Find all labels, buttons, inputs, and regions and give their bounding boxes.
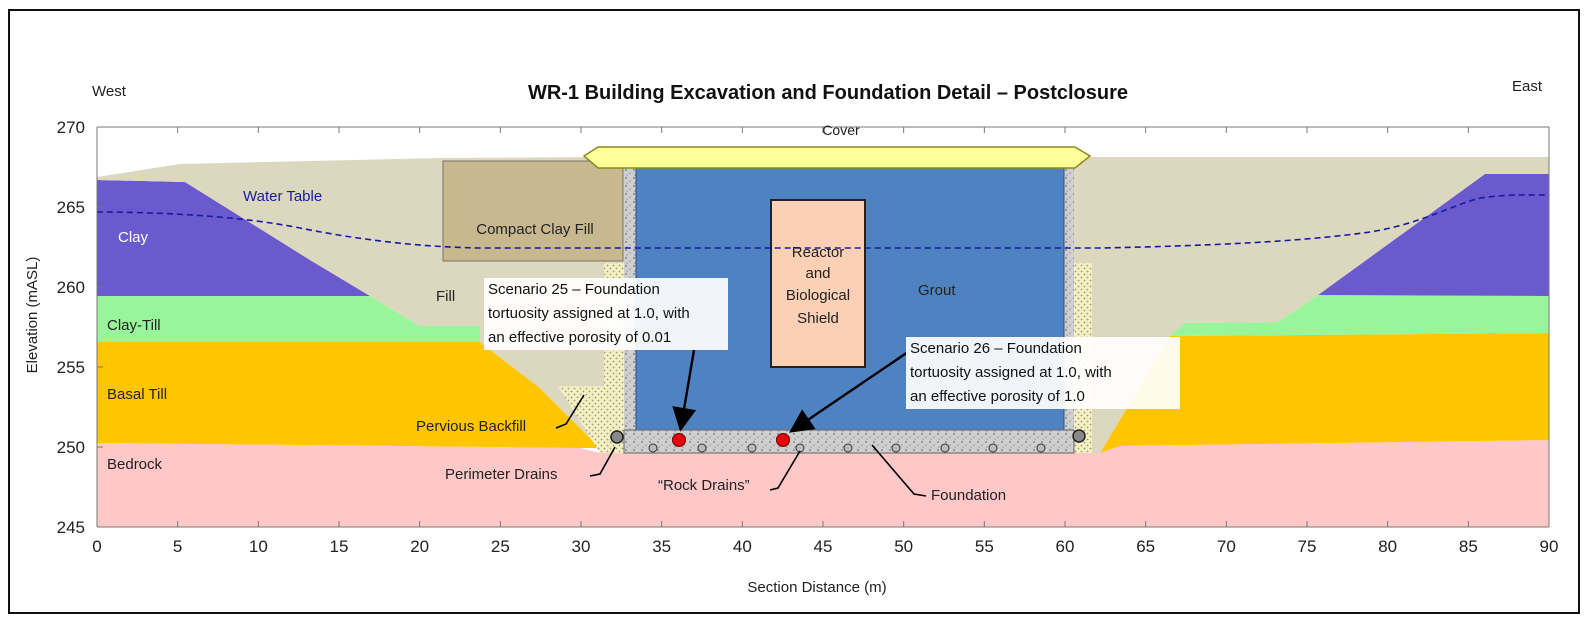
scenario-25-line-3: an effective porosity of 0.01 [488,329,671,346]
x-tick-label: 65 [1136,537,1155,556]
y-tick-label: 270 [57,118,85,137]
pervious-backfill-label: Pervious Backfill [416,418,526,435]
basal-till-layer-right [1100,333,1549,453]
clay-layer-left [97,180,370,296]
scenario-26-arrow [789,351,909,433]
scenario-26-line-3: an effective porosity of 1.0 [910,388,1085,405]
clay-till-layer-right [1170,295,1549,336]
scenario-25-box [484,278,728,350]
clay-till-label: Clay-Till [107,317,161,334]
x-axis-title: Section Distance (m) [747,579,886,596]
x-tick-label: 0 [92,537,101,556]
scenario-26-line-1: Scenario 26 – Foundation [910,340,1082,357]
rock-drain [1036,443,1046,453]
y-tick-label: 260 [57,278,85,297]
fill-label: Fill [436,288,455,305]
scenario-25-arrow [672,349,697,432]
y-tick-label: 245 [57,518,85,537]
scenario-25-line-1: Scenario 25 – Foundation [488,281,660,298]
water-table-line [96,194,1550,249]
x-tick-label: 55 [975,537,994,556]
foundation-slab [623,429,1075,454]
rock-drain [891,443,901,453]
bedrock-right-extra [1100,440,1549,527]
compact-clay-fill-label: Compact Clay Fill [476,221,594,238]
bedrock-label: Bedrock [107,456,163,473]
rock-drains-leader [769,450,801,491]
wall-right [1064,168,1074,453]
rock-drain [795,443,805,453]
chart-title: WR-1 Building Excavation and Foundation … [528,82,1128,104]
x-tick-label: 35 [652,537,671,556]
x-tick-label: 85 [1459,537,1478,556]
perimeter-drain-right [1072,429,1086,443]
x-tick-label: 50 [894,537,913,556]
image-border [8,9,1580,614]
west-label: West [92,83,127,100]
scenario-25-marker [672,433,686,447]
y-axis-title: Elevation (mASL) [24,257,41,374]
basal-till-layer-left [97,342,600,448]
clay-till-layer-left [97,296,480,342]
x-tick-label: 25 [491,537,510,556]
rock-drain [697,443,707,453]
x-tick-label: 40 [733,537,752,556]
water-table-label: Water Table [243,188,322,205]
clay-label: Clay [118,229,149,246]
cover-cap [582,146,1092,169]
east-label: East [1512,78,1543,95]
rock-drain [843,443,853,453]
y-tick-marks: 245 250 255 260 265 270 [57,118,103,537]
rock-drains [648,443,1046,453]
x-tick-label: 75 [1298,537,1317,556]
reactor-label-line-4: Shield [797,310,839,327]
x-tick-label: 70 [1217,537,1236,556]
rock-drain [988,443,998,453]
reactor-label-line-2: and [805,265,830,282]
foundation-leader [871,444,927,497]
clay-layer-right [1318,174,1549,296]
x-tick-label: 20 [410,537,429,556]
x-tick-label: 30 [572,537,591,556]
rock-drain [940,443,950,453]
scenario-26-line-2: tortuosity assigned at 1.0, with [910,364,1112,381]
leader-lines [555,349,927,497]
y-tick-label: 250 [57,438,85,457]
rock-drain [747,443,757,453]
grout-label: Grout [918,282,956,299]
y-tick-label: 255 [57,358,85,377]
perimeter-drain-left [610,430,624,444]
cover-label: Cover [822,122,860,138]
foundation-label: Foundation [931,487,1006,504]
x-tick-label: 15 [330,537,349,556]
scenario-26-marker [776,433,790,447]
fill-area-right [1070,157,1549,453]
compact-clay-fill-block [442,160,624,262]
x-tick-label: 45 [814,537,833,556]
x-tick-marks: 0 5 10 15 20 25 30 35 40 45 50 55 60 65 70 75 80 85 90 [92,127,1558,556]
y-tick-label: 265 [57,198,85,217]
basal-till-label: Basal Till [107,386,167,403]
perimeter-drains-label: Perimeter Drains [445,466,558,483]
x-tick-label: 60 [1056,537,1075,556]
reactor-label-line-3: Biological [786,287,850,304]
rock-drains-label: “Rock Drains” [658,477,750,494]
rock-drain [648,443,658,453]
scenario-25-line-2: tortuosity assigned at 1.0, with [488,305,690,322]
x-tick-label: 80 [1378,537,1397,556]
x-tick-label: 10 [249,537,268,556]
x-tick-label: 5 [173,537,182,556]
reactor-label-line-1: Reactor [792,244,845,261]
x-tick-label: 90 [1540,537,1559,556]
pervious-backfill-leader [555,394,585,429]
perimeter-drains-leader [589,446,616,477]
reactor-block [770,199,866,368]
scenario-26-box [906,337,1180,409]
